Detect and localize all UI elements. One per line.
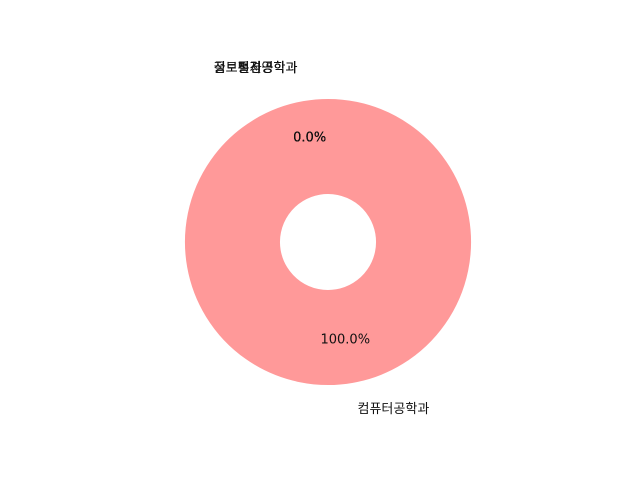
slice-label: 컴퓨터공학과 <box>358 402 430 417</box>
percent-label: 0.0% <box>293 131 326 146</box>
slice-label: 글로벌경영학과 <box>214 61 298 76</box>
slice-label: 정보통신공학과 <box>214 61 298 76</box>
percent-label: 100.0% <box>320 332 370 347</box>
slice-label: 전자공학과 <box>238 61 298 76</box>
pie-slice <box>182 97 474 387</box>
percent-label: 0.0% <box>293 131 326 146</box>
percent-label: 0.0% <box>293 131 326 146</box>
